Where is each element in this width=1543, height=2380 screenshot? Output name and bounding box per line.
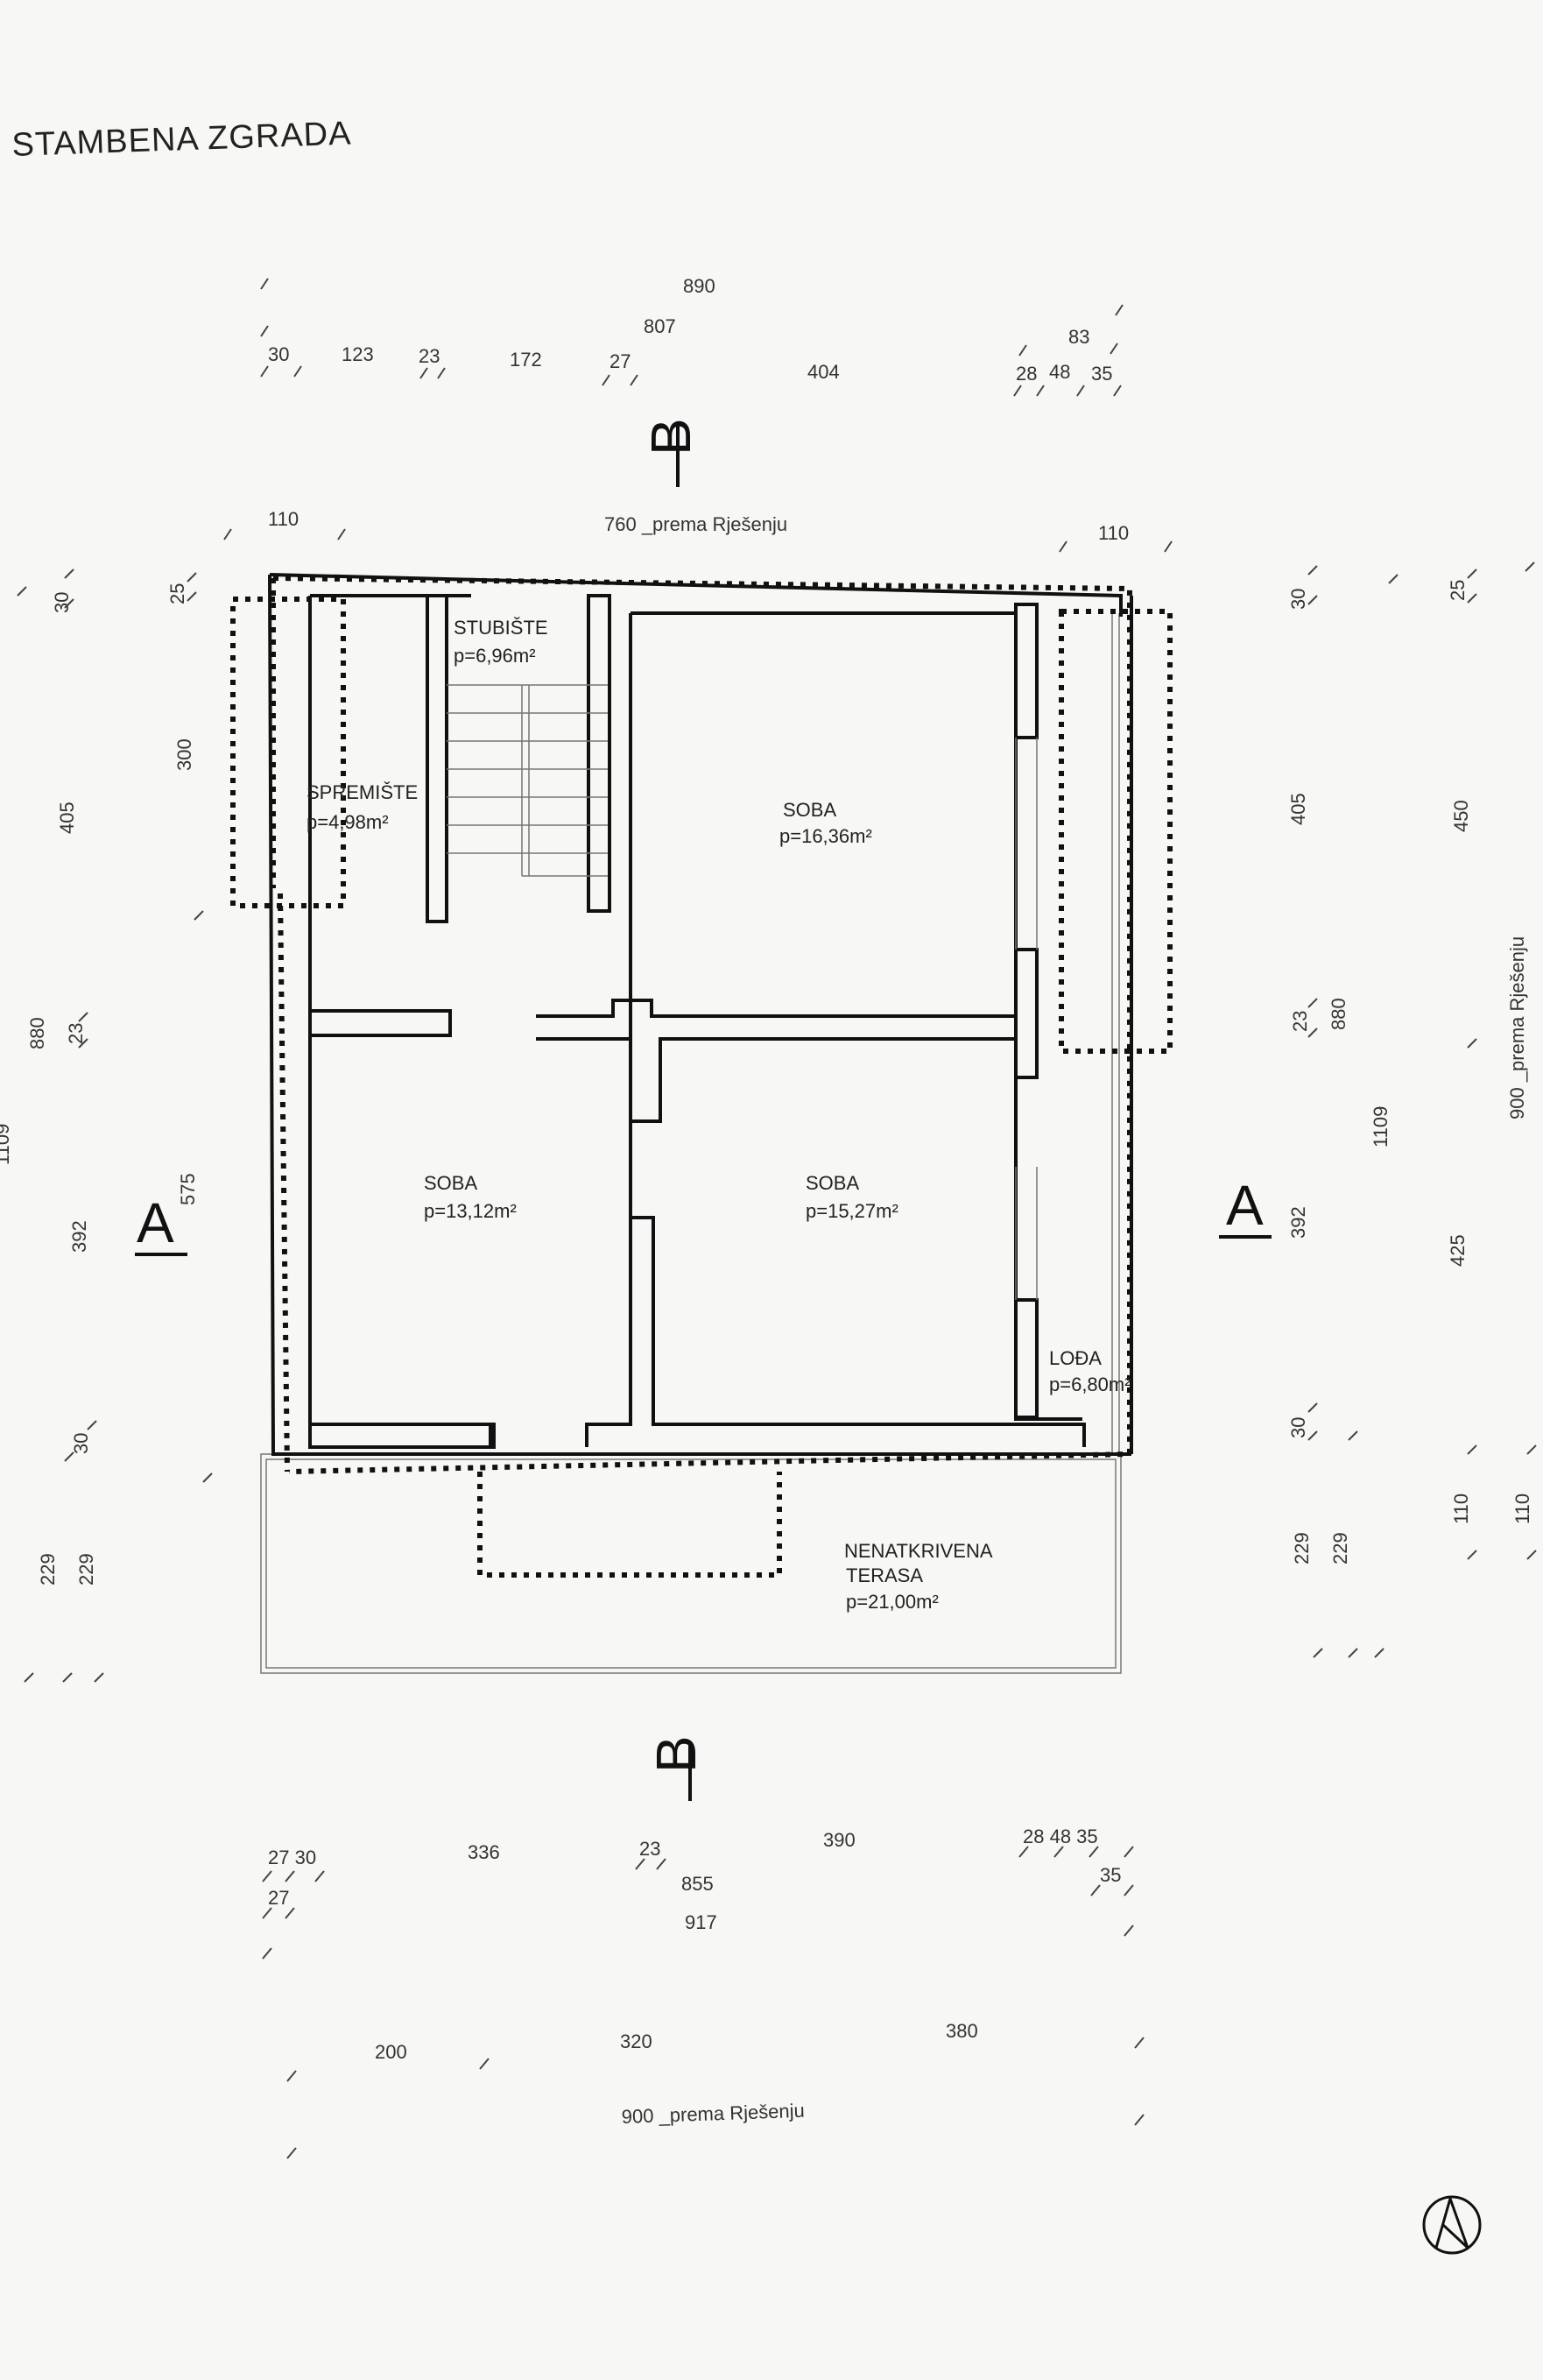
dim-top-28: 28	[1016, 363, 1037, 385]
dim-top-110-right: 110	[1098, 522, 1129, 544]
room-lodja-area: p=6,80m²	[1049, 1374, 1131, 1395]
dim-right-229-b: 229	[1329, 1532, 1351, 1564]
room-soba-3-name: SOBA	[806, 1172, 859, 1194]
dim-bottom-320: 320	[620, 2030, 652, 2052]
dim-right-450: 450	[1450, 800, 1472, 832]
section-b-label-top: B	[639, 418, 702, 456]
dim-bottom-380: 380	[946, 2020, 978, 2042]
dim-bottom-200: 200	[375, 2041, 407, 2063]
dim-plot-width-top: 760 _prema Rješenju	[604, 513, 787, 535]
permit-outline	[230, 576, 1173, 1578]
section-a-right-marker: A	[1219, 1174, 1272, 1239]
dim-bottom-917: 917	[685, 1911, 717, 1933]
dim-left-392: 392	[68, 1220, 90, 1253]
section-a-label-right: A	[1226, 1174, 1264, 1237]
dim-top-35: 35	[1091, 363, 1112, 385]
dim-left-1109: 1109	[0, 1124, 13, 1165]
section-b-bottom-marker: B	[645, 1735, 708, 1801]
dim-bottom-855: 855	[681, 1873, 714, 1895]
dim-left-300: 300	[173, 738, 195, 771]
dim-bottom-23: 23	[639, 1838, 660, 1860]
dim-top-404: 404	[807, 361, 840, 383]
dim-top-807: 807	[644, 315, 676, 337]
dim-right-110-a: 110	[1450, 1494, 1472, 1524]
room-soba-2-area: p=13,12m²	[424, 1200, 517, 1222]
dim-left-25: 25	[166, 583, 188, 604]
room-terasa-name: NENATKRIVENA	[844, 1540, 993, 1562]
dim-right-30-bottom: 30	[1287, 1417, 1309, 1438]
bottom-dimensions: 27 30 27 336 23 390 28 48 35 35 855 917 …	[262, 1826, 1145, 2159]
dim-right-1109: 1109	[1370, 1106, 1392, 1148]
dim-right-880: 880	[1328, 998, 1349, 1030]
section-a-label-left: A	[137, 1191, 174, 1254]
dim-top-890: 890	[683, 275, 715, 297]
dim-top-83: 83	[1068, 326, 1089, 348]
top-dimensions: 890 807 83 30 123 23 172 27 404 28 48 35…	[223, 275, 1173, 553]
dim-right-110-b: 110	[1511, 1494, 1533, 1524]
north-arrow-icon	[1422, 2195, 1482, 2255]
room-spremiste-area: p=4,98m²	[306, 811, 389, 833]
dim-top-27: 27	[609, 350, 631, 372]
dim-right-900-plot: 900 _prema Rješenju	[1506, 936, 1528, 1119]
section-a-left-marker: A	[135, 1191, 187, 1256]
dim-left-229-a: 229	[37, 1553, 59, 1585]
floor-plan-drawing	[260, 573, 1133, 1674]
dim-left-23: 23	[65, 1023, 87, 1044]
dim-bottom-336: 336	[468, 1841, 500, 1863]
dim-top-172: 172	[510, 349, 542, 371]
room-labels: STUBIŠTE p=6,96m² SPREMIŠTE p=4,98m² SOB…	[306, 617, 1131, 1613]
dim-left-405: 405	[56, 802, 78, 834]
dim-right-405: 405	[1287, 793, 1309, 825]
dim-right-23: 23	[1289, 1011, 1311, 1032]
dim-left-229-b: 229	[75, 1553, 97, 1585]
dim-bottom-390: 390	[823, 1829, 856, 1851]
room-stubiste-name: STUBIŠTE	[454, 617, 548, 639]
room-terasa-area: p=21,00m²	[846, 1591, 939, 1613]
dim-left-880: 880	[26, 1017, 48, 1049]
staircase	[447, 684, 608, 877]
dim-left-30-bottom: 30	[70, 1433, 92, 1454]
room-soba-1-name: SOBA	[783, 799, 836, 821]
dim-bottom-28-48-35: 28 48 35	[1023, 1826, 1098, 1847]
dim-right-392: 392	[1287, 1206, 1309, 1239]
drawing-title: STAMBENA ZGRADA	[11, 115, 352, 164]
room-soba-3-area: p=15,27m²	[806, 1200, 898, 1222]
section-b-top-marker: B	[639, 418, 702, 487]
dim-bottom-900-plot: 900 _prema Rješenju	[621, 2100, 805, 2128]
dim-left-575: 575	[177, 1173, 199, 1205]
room-stubiste-area: p=6,96m²	[454, 645, 536, 667]
room-spremiste-name: SPREMIŠTE	[306, 781, 418, 803]
dim-right-25: 25	[1447, 580, 1469, 601]
dim-bottom-27: 27	[268, 1887, 289, 1909]
dim-bottom-35: 35	[1100, 1864, 1121, 1886]
section-b-label-bottom: B	[645, 1735, 708, 1773]
dim-right-425: 425	[1447, 1234, 1469, 1267]
dim-bottom-27-30: 27 30	[268, 1847, 316, 1868]
dim-right-229-a: 229	[1291, 1532, 1313, 1564]
dim-top-23: 23	[419, 345, 440, 367]
room-terasa-name2: TERASA	[846, 1564, 923, 1586]
dim-top-110-left: 110	[268, 508, 299, 530]
room-soba-1-area: p=16,36m²	[779, 825, 872, 847]
right-dimensions: 30 25 405 450 900 _prema Rješenju 23 880…	[1287, 561, 1537, 1658]
dim-right-30-top: 30	[1287, 589, 1309, 610]
dim-top-48: 48	[1049, 361, 1070, 383]
dim-top-123: 123	[342, 343, 374, 365]
room-lodja-name: LOĐA	[1049, 1347, 1102, 1369]
left-dimensions: 30 25 300 405 880 23 1109 575 392 30 229…	[0, 569, 213, 1683]
dim-top-30: 30	[268, 343, 289, 365]
room-soba-2-name: SOBA	[424, 1172, 477, 1194]
